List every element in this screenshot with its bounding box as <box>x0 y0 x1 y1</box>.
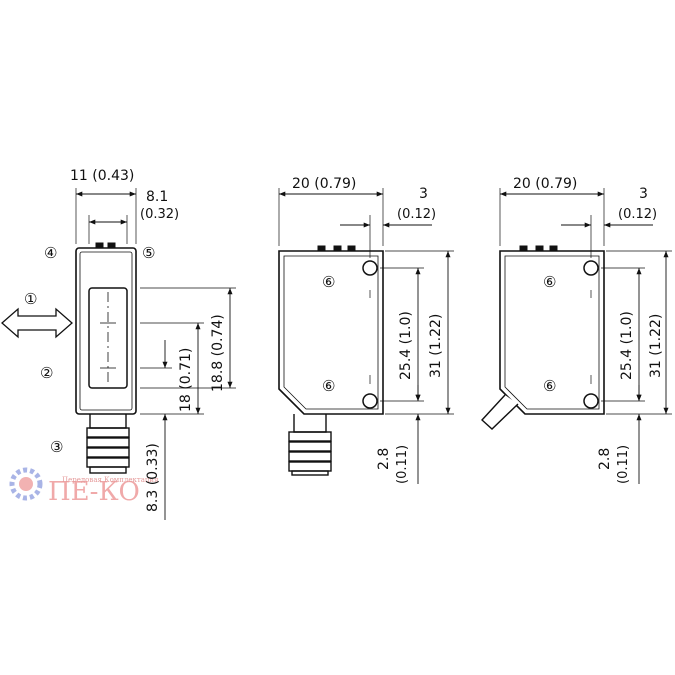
callout-3: ③ <box>50 438 63 456</box>
callout-6-top: ⑥ <box>322 273 335 291</box>
front-view-connector <box>278 188 454 484</box>
front-b-hole-offset-label: 3 <box>639 186 648 202</box>
callout-6-top-b: ⑥ <box>543 273 556 291</box>
callout-6-bottom-b: ⑥ <box>543 377 556 395</box>
front-a-hole-offset-label: 3 <box>419 186 428 202</box>
front-b-bottom-offset-label-in: (0.11) <box>616 445 631 484</box>
watermark-tagline: Передовая Комплектация <box>62 476 159 484</box>
watermark-logo-text: ПЕ-КО <box>48 477 140 507</box>
callout-1: ① <box>24 290 37 308</box>
side-view <box>1 188 236 520</box>
side-lens-width-label-in: (0.32) <box>140 207 179 222</box>
callout-2: ② <box>40 364 53 382</box>
side-connector-label: 8.3 (0.33) <box>145 443 161 512</box>
side-lens-height-label: 18.8 (0.74) <box>210 314 226 392</box>
front-b-height-label: 31 (1.22) <box>648 314 664 378</box>
front-b-width-label: 20 (0.79) <box>513 176 577 192</box>
callout-4: ④ <box>44 244 57 262</box>
front-b-hole-offset-label-in: (0.12) <box>618 207 657 222</box>
front-a-bottom-offset-label: 2.8 <box>376 448 392 470</box>
front-a-hole-offset-label-in: (0.12) <box>397 207 436 222</box>
front-a-hole-spacing-label: 25.4 (1.0) <box>398 311 414 380</box>
front-a-bottom-offset-label-in: (0.11) <box>395 445 410 484</box>
callout-6-bottom: ⑥ <box>322 377 335 395</box>
front-a-height-label: 31 (1.22) <box>428 314 444 378</box>
front-b-hole-spacing-label: 25.4 (1.0) <box>619 311 635 380</box>
front-view-cable <box>481 188 672 484</box>
side-width-label: 11 (0.43) <box>70 168 134 184</box>
front-b-bottom-offset-label: 2.8 <box>597 448 613 470</box>
front-a-width-label: 20 (0.79) <box>292 176 356 192</box>
side-lens-width-label: 8.1 <box>146 189 168 205</box>
side-lens-offset-label: 18 (0.71) <box>178 348 194 412</box>
gear-icon <box>9 467 43 501</box>
watermark-logo: ПЕ-КО Передовая Комплектация <box>9 467 159 507</box>
callout-5: ⑤ <box>142 244 155 262</box>
